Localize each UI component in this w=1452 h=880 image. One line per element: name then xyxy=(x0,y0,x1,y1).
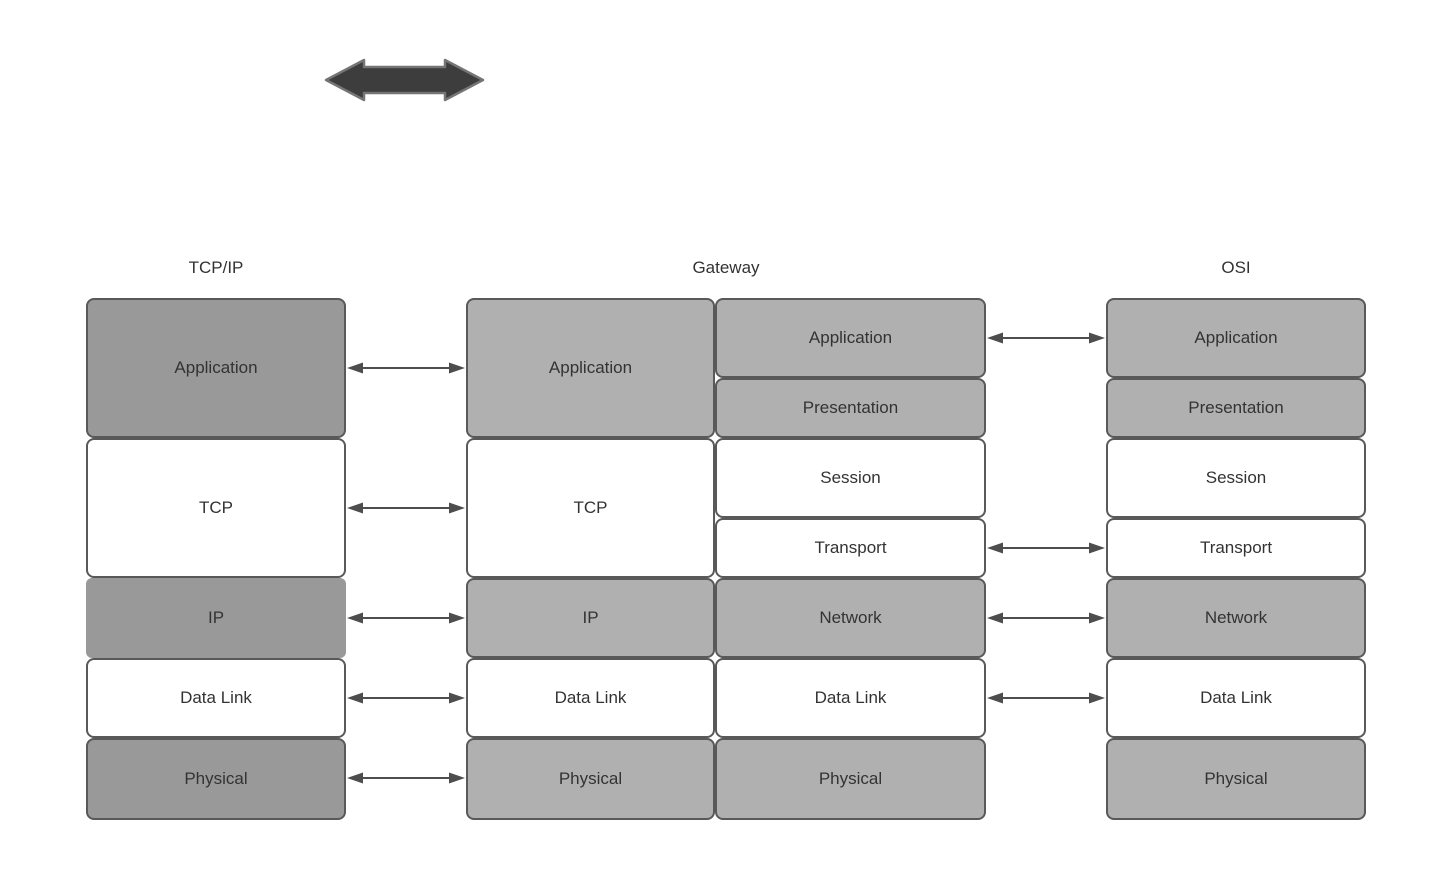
arrow-gateway-osi-application-icon xyxy=(986,330,1106,346)
header-tcpip: TCP/IP xyxy=(188,258,244,277)
gateway-right-layer-datalink: Data Link xyxy=(715,658,986,738)
osi-layer-network: Network xyxy=(1106,578,1366,658)
gateway-left-layer-tcp: TCP xyxy=(466,438,715,578)
double-headed-arrow-icon xyxy=(324,58,485,102)
stack-osi: Application Presentation Session Transpo… xyxy=(1106,298,1366,820)
arrow-gateway-osi-network-icon xyxy=(986,610,1106,626)
gateway-left-layer-datalink: Data Link xyxy=(466,658,715,738)
gateway-right-layer-session: Session xyxy=(715,438,986,518)
arrow-tcpip-gateway-ip-icon xyxy=(346,610,466,626)
gateway-right-layer-application: Application xyxy=(715,298,986,378)
osi-layer-datalink: Data Link xyxy=(1106,658,1366,738)
tcpip-layer-physical: Physical xyxy=(86,738,346,820)
tcpip-layer-datalink: Data Link xyxy=(86,658,346,738)
osi-layer-transport: Transport xyxy=(1106,518,1366,578)
gateway-left-layer-ip: IP xyxy=(466,578,715,658)
header-gateway: Gateway xyxy=(692,258,760,277)
osi-layer-application: Application xyxy=(1106,298,1366,378)
gateway-left-layer-application: Application xyxy=(466,298,715,438)
stack-tcpip: Application TCP IP Data Link Physical xyxy=(86,298,346,820)
stack-gateway-right: Application Presentation Session Transpo… xyxy=(715,298,986,820)
arrow-tcpip-gateway-physical-icon xyxy=(346,770,466,786)
arrow-tcpip-gateway-tcp-icon xyxy=(346,500,466,516)
osi-layer-physical: Physical xyxy=(1106,738,1366,820)
tcpip-layer-tcp: TCP xyxy=(86,438,346,578)
tcpip-layer-ip: IP xyxy=(86,578,346,658)
tcpip-layer-application: Application xyxy=(86,298,346,438)
arrow-gateway-osi-transport-icon xyxy=(986,540,1106,556)
gateway-right-layer-transport: Transport xyxy=(715,518,986,578)
header-osi: OSI xyxy=(1221,258,1251,277)
gateway-right-layer-physical: Physical xyxy=(715,738,986,820)
stack-gateway-left: Application TCP IP Data Link Physical xyxy=(466,298,715,820)
arrow-gateway-osi-datalink-icon xyxy=(986,690,1106,706)
arrow-tcpip-gateway-application-icon xyxy=(346,360,466,376)
gateway-left-layer-physical: Physical xyxy=(466,738,715,820)
osi-layer-session: Session xyxy=(1106,438,1366,518)
gateway-right-layer-presentation: Presentation xyxy=(715,378,986,438)
osi-layer-presentation: Presentation xyxy=(1106,378,1366,438)
arrow-tcpip-gateway-datalink-icon xyxy=(346,690,466,706)
gateway-right-layer-network: Network xyxy=(715,578,986,658)
